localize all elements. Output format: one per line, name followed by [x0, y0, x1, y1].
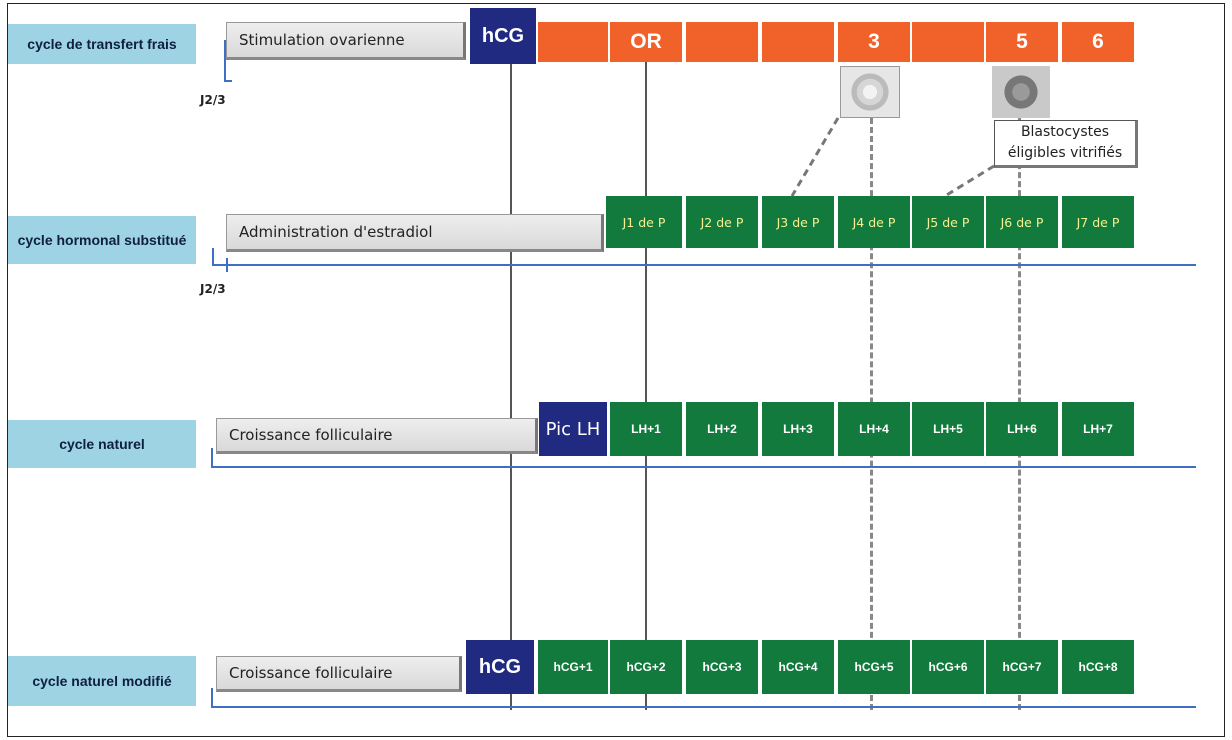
row-label-natural: cycle naturel [8, 420, 196, 468]
lh-peak-box: Pic LH [539, 402, 607, 456]
modified-start-tick [211, 688, 213, 708]
fresh-day-cell [686, 22, 758, 62]
substituted-day-cell: J7 de P [1062, 196, 1134, 248]
substituted-start-tick [212, 248, 214, 266]
natural-day-cell: LH+4 [838, 402, 910, 456]
follicular-growth-box-natural: Croissance folliculaire [216, 418, 538, 454]
blastocyst-callout: Blastocystes éligibles vitrifiés [994, 120, 1138, 168]
substituted-day-cell: J1 de P [606, 196, 682, 248]
stimulation-box: Stimulation ovarienne [226, 22, 466, 60]
modified-day-cell: hCG+4 [762, 640, 834, 694]
fresh-day-cell: OR [610, 22, 682, 62]
natural-day-cell: LH+1 [610, 402, 682, 456]
fresh-day-cell: 5 [986, 22, 1058, 62]
natural-start-tick [211, 448, 213, 468]
substituted-day-label: J2/3 [200, 282, 226, 296]
natural-day-cell: LH+5 [912, 402, 984, 456]
modified-timeline [211, 706, 1196, 708]
day1-guide-line [645, 60, 647, 710]
fresh-day-cell [762, 22, 834, 62]
connector-day5 [944, 164, 995, 198]
modified-day-cell: hCG+8 [1062, 640, 1134, 694]
embryo-day3-image [840, 66, 900, 118]
fresh-day-label: J2/3 [200, 93, 226, 107]
modified-day-cell: hCG+7 [986, 640, 1058, 694]
substituted-day-cell: J4 de P [838, 196, 910, 248]
row-label-substituted: cycle hormonal substitué [8, 216, 196, 264]
fresh-hcg-box: hCG [470, 8, 536, 64]
modified-hcg-box: hCG [466, 640, 534, 694]
hcg-guide-line [510, 60, 512, 710]
substituted-day-cell: J2 de P [686, 196, 758, 248]
fresh-day-cell: 6 [1062, 22, 1134, 62]
natural-day-cell: LH+7 [1062, 402, 1134, 456]
substituted-day-cell: J3 de P [762, 196, 834, 248]
modified-day-cell: hCG+3 [686, 640, 758, 694]
modified-day-cell: hCG+1 [538, 640, 608, 694]
row-label-modified: cycle naturel modifié [8, 656, 196, 706]
fresh-start-tick [224, 40, 226, 82]
substituted-day-tick [226, 258, 228, 272]
connector-day3 [790, 117, 840, 197]
row-label-fresh: cycle de transfert frais [8, 24, 196, 64]
substituted-day-cell: J5 de P [912, 196, 984, 248]
fresh-timeline [224, 80, 232, 82]
substituted-day-cell: J6 de P [986, 196, 1058, 248]
callout-line-1: Blastocystes [1020, 124, 1110, 140]
callout-line-2: éligibles vitrifiés [1007, 145, 1123, 161]
natural-day-cell: LH+6 [986, 402, 1058, 456]
fresh-day-cell: 3 [838, 22, 910, 62]
figure-frame [7, 3, 1225, 737]
substituted-timeline [212, 264, 1196, 266]
modified-day-cell: hCG+6 [912, 640, 984, 694]
modified-day-cell: hCG+5 [838, 640, 910, 694]
natural-day-cell: LH+3 [762, 402, 834, 456]
estradiol-box: Administration d'estradiol [226, 214, 604, 252]
follicular-growth-box-modified: Croissance folliculaire [216, 656, 462, 692]
fresh-day-cell [912, 22, 984, 62]
natural-timeline [211, 466, 1196, 468]
natural-day-cell: LH+2 [686, 402, 758, 456]
fresh-day-cell [538, 22, 608, 62]
blastocyst-day5-image [992, 66, 1050, 118]
modified-day-cell: hCG+2 [610, 640, 682, 694]
